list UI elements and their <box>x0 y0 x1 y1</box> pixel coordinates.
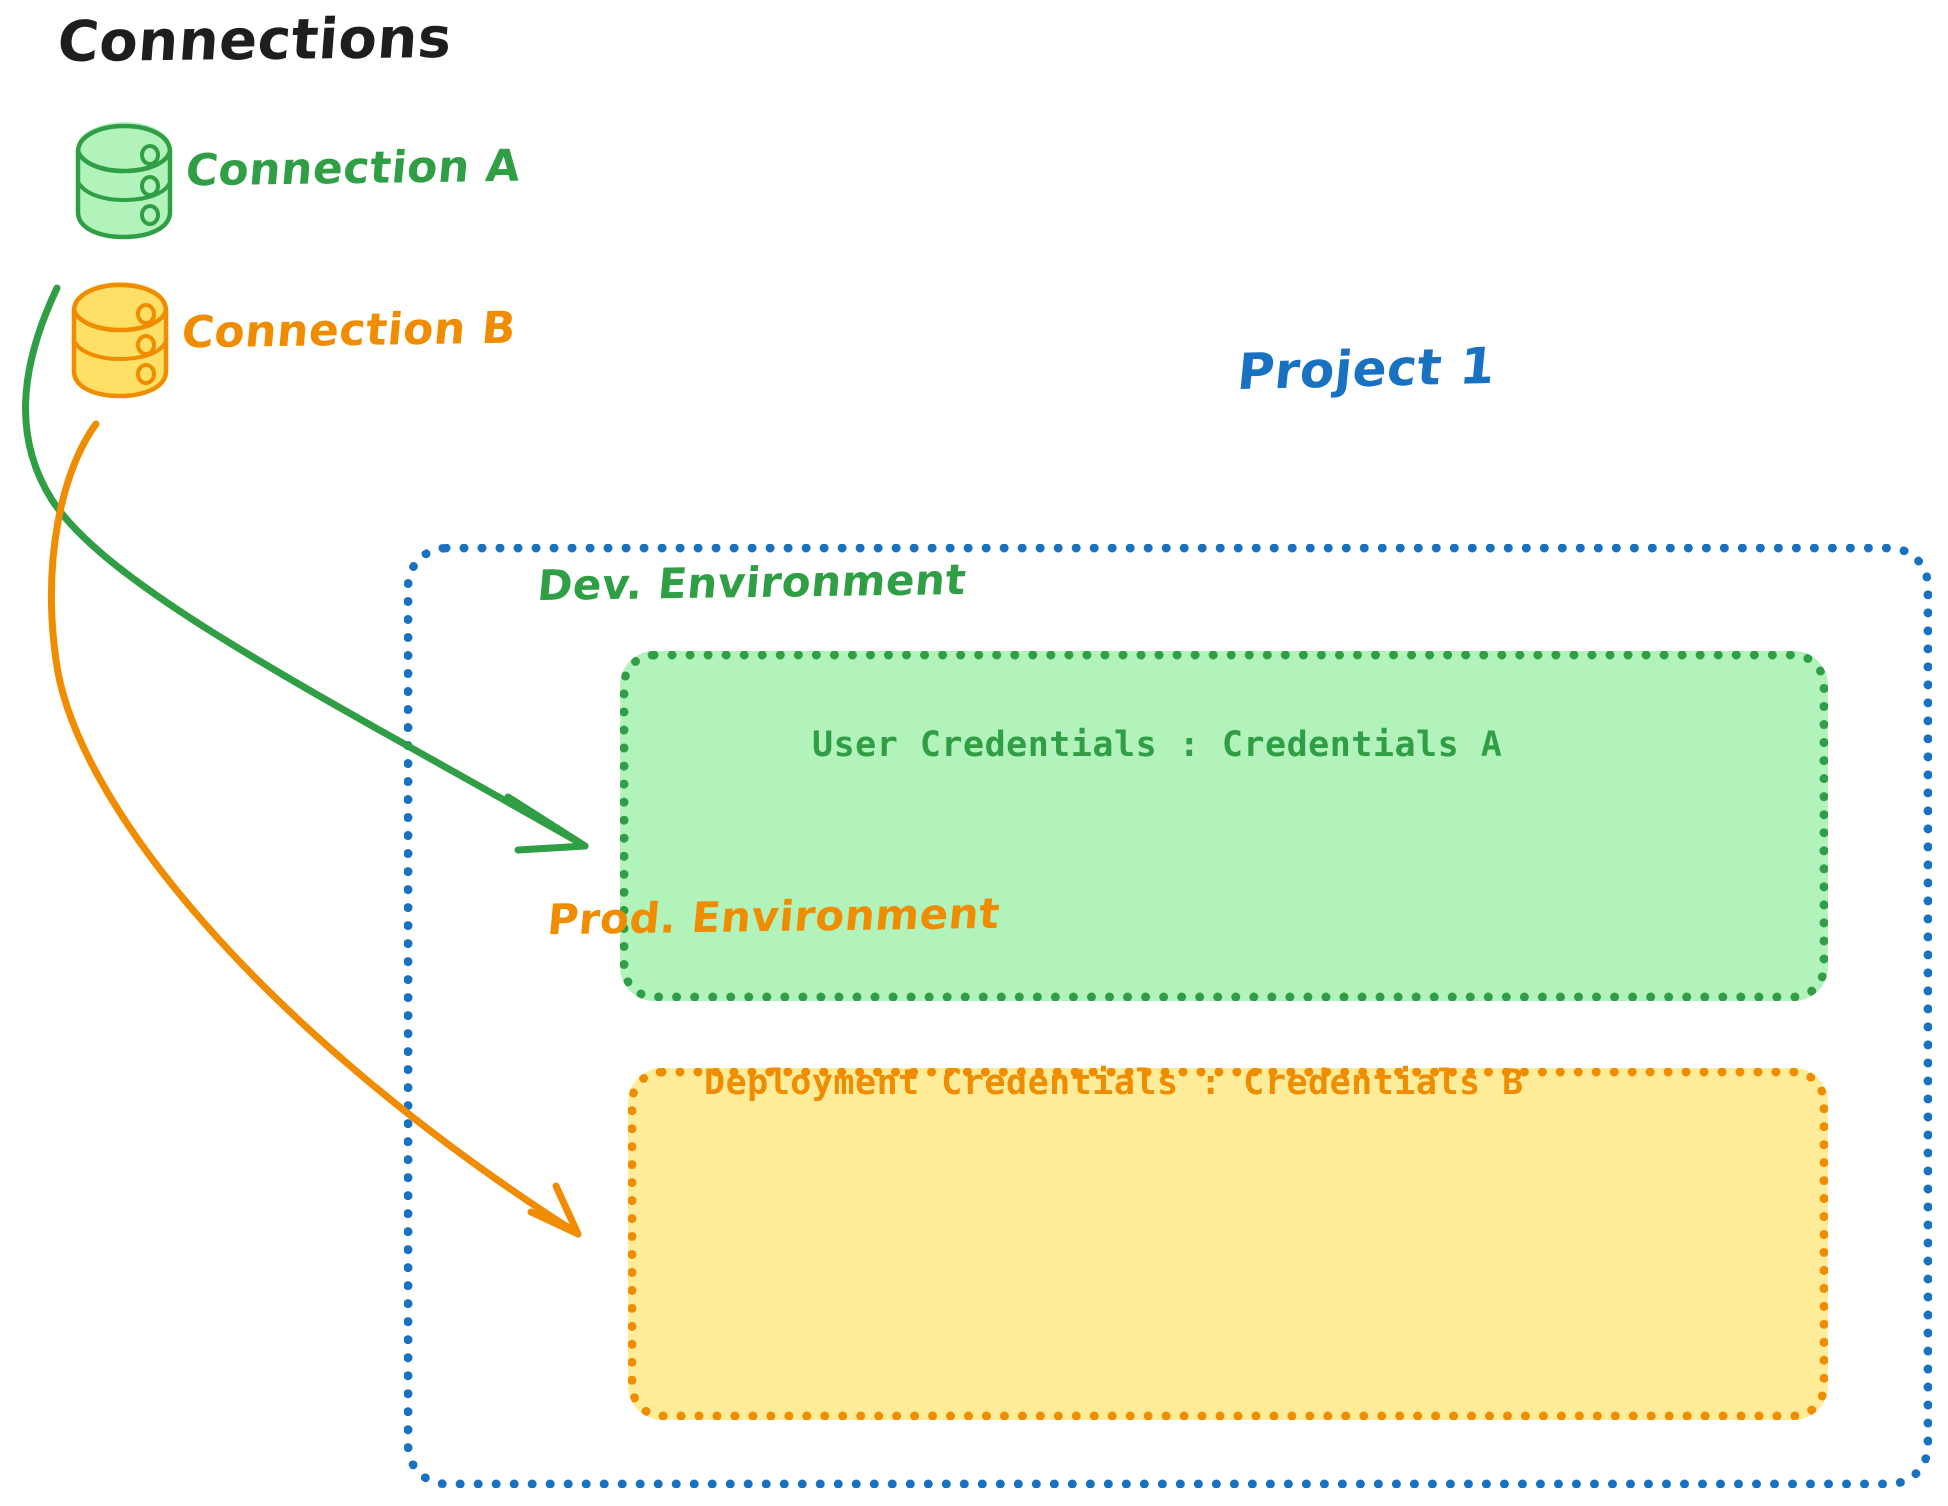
prod-environment-title: Prod. Environment <box>545 888 1003 945</box>
project-label: Project 1 <box>1234 336 1499 402</box>
prod-environment-container <box>628 1068 1828 1420</box>
connection-a-label: Connection A <box>183 140 523 197</box>
dev-environment-title: Dev. Environment <box>535 555 969 610</box>
database-cylinder-icon-connection-a <box>75 122 173 240</box>
dev-environment-credentials: User Credentials : Credentials A <box>812 725 1503 765</box>
prod-environment-credentials: Deployment Credentials : Credentials B <box>704 1063 1524 1103</box>
page-title: Connections <box>55 5 455 76</box>
connection-b-label: Connection B <box>179 302 519 359</box>
database-cylinder-icon-connection-b <box>71 282 169 399</box>
dev-environment-container <box>620 651 1828 1001</box>
